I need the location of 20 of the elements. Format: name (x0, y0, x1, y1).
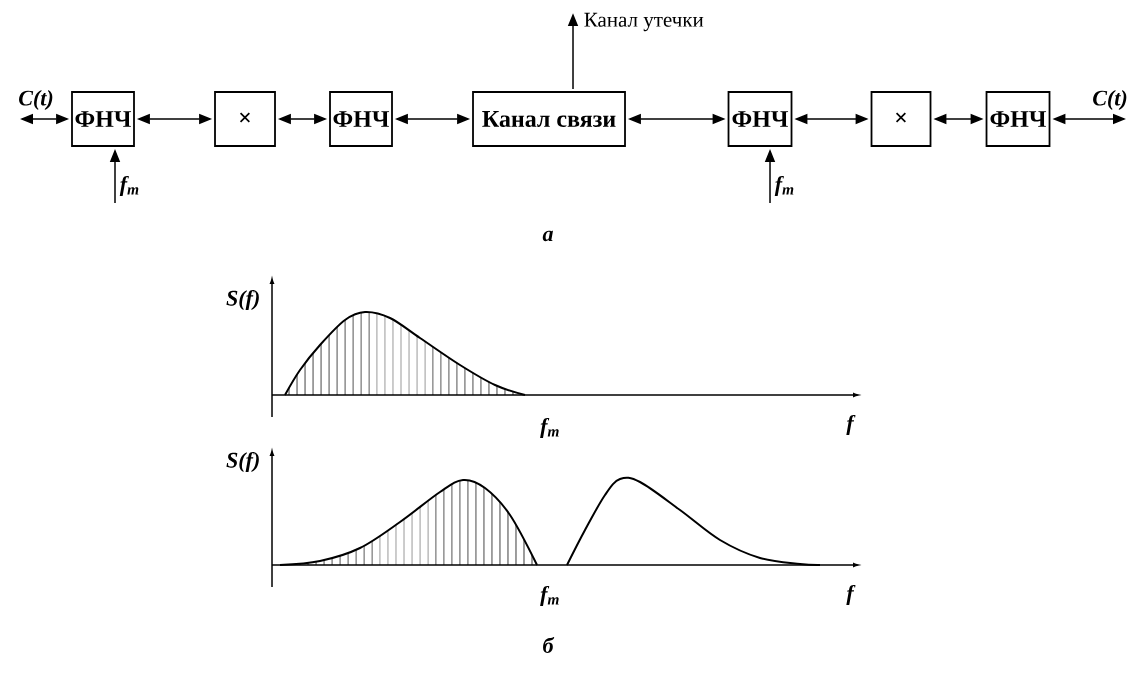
signal-label: C(t) (19, 90, 53, 110)
signal-label: C(t) (1093, 90, 1127, 110)
axis-label: f$_{m}$ (540, 585, 559, 607)
block-box: Канал связи (472, 91, 626, 147)
block-box: × (214, 91, 276, 147)
axis-label: S(f) (226, 451, 259, 473)
axis-label: S(f) (226, 289, 259, 311)
panel-label: а (542, 230, 553, 242)
signal-label: f$_{m}$ (119, 175, 139, 197)
axis-label: f$_{m}$ (540, 417, 559, 439)
channel-label: Канал утечки (584, 12, 704, 32)
axis-label: f (846, 584, 856, 606)
panel-label: б (543, 637, 555, 653)
block-box: ФНЧ (71, 91, 135, 147)
block-box: ФНЧ (727, 91, 793, 147)
block-box: ФНЧ (329, 91, 393, 147)
block-box: ФНЧ (985, 91, 1051, 147)
signal-label: f$_{m}$ (774, 175, 794, 197)
axis-label: f (846, 414, 856, 436)
block-box: × (870, 91, 932, 147)
